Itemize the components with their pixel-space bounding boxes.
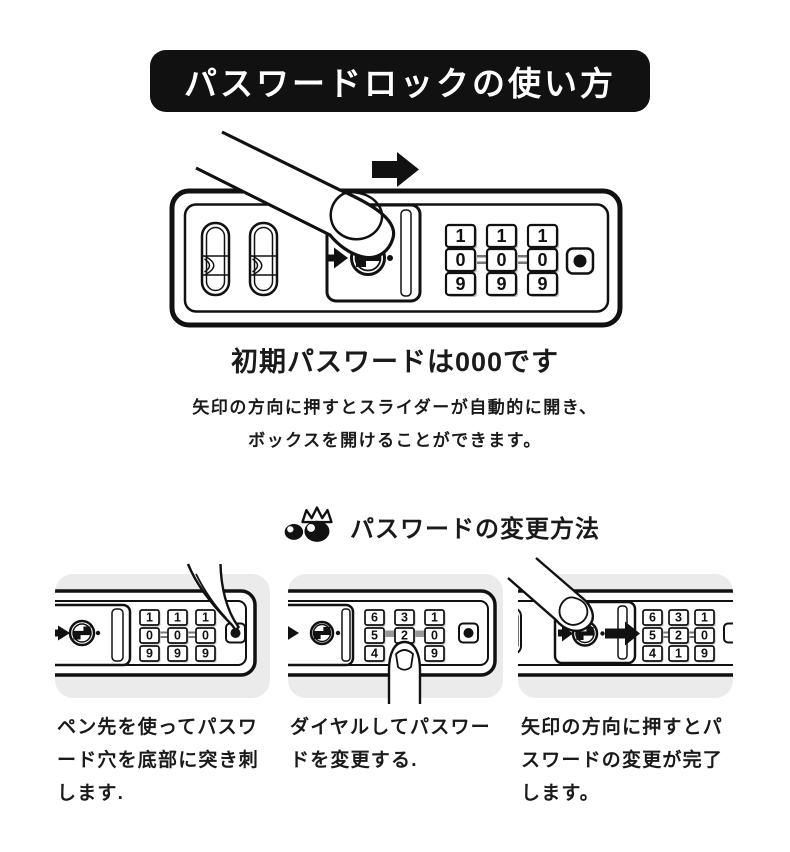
step2-figure: 6 5 4 3 2 1 0 9 [288, 589, 497, 704]
caption-line: ダイヤルしてパスワー [290, 717, 491, 738]
dial-digit: 9 [174, 647, 181, 661]
change-password-header: パスワードの変更方法 [284, 506, 600, 546]
dial-digit: 1 [146, 611, 153, 625]
caption-line: します. [57, 783, 125, 804]
push-arrow-icon [288, 625, 299, 641]
reset-button [565, 247, 595, 275]
dial-digit: 1 [202, 611, 209, 625]
reset-button [723, 622, 733, 644]
caption-line: スワードの変更が完了 [521, 750, 724, 771]
dial-digit: 1 [701, 611, 708, 625]
dial-digit: 9 [202, 647, 209, 661]
step3-figure: 6 5 4 3 2 1 1 0 9 [507, 557, 733, 677]
dial-digit: 0 [431, 629, 438, 643]
dial-digit: 9 [431, 647, 438, 661]
step3-caption: 矢印の方向に押すとパ スワードの変更が完了 します。 [521, 711, 746, 810]
dial-digit: 6 [371, 611, 378, 625]
dial-digit: 3 [675, 611, 682, 625]
press-finger-icon [507, 557, 594, 632]
intro-line-2: ボックスを開けることができます。 [248, 431, 542, 450]
dial-digit: 9 [146, 647, 153, 661]
dial-digit: 1 [537, 226, 547, 246]
dial-digit: 5 [371, 629, 378, 643]
push-arrow-icon [55, 625, 70, 641]
dial-digit: 0 [202, 629, 209, 643]
change-password-title: パスワードの変更方法 [350, 515, 600, 543]
caption-line: ペン先を使ってパスワ [57, 717, 259, 738]
step1-card: 1 0 9 1 0 9 1 0 9 [55, 563, 270, 698]
fingernail [395, 649, 414, 671]
unlock-arrow-icon [605, 621, 640, 646]
step1-figure: 1 0 9 1 0 9 1 0 9 [55, 563, 257, 677]
dial-digit: 9 [701, 647, 708, 661]
dial-digit: 0 [455, 250, 465, 270]
dial-digit: 0 [174, 629, 181, 643]
dial-digit: 1 [496, 226, 506, 246]
dial-columns: 1 0 9 1 0 9 1 0 9 [444, 223, 561, 299]
main-lock-figure: 1 0 9 1 0 9 1 0 9 [169, 130, 623, 328]
latch-slot [518, 607, 522, 655]
dial-digit: 0 [537, 250, 547, 270]
reset-hole [387, 255, 393, 261]
dial-digit: 6 [649, 611, 656, 625]
caption-line: 矢印の方向に押すとパ [521, 717, 724, 738]
dial-digit: 9 [537, 274, 547, 294]
step2-card: 6 5 4 3 2 1 0 9 [288, 574, 503, 704]
keyhole-icon [68, 619, 96, 647]
direction-arrow-icon [372, 152, 419, 187]
reset-button [458, 622, 479, 644]
dial-digit: 0 [146, 629, 153, 643]
dial-digit: 3 [401, 611, 408, 625]
dial-digit: 5 [649, 629, 656, 643]
page-title: パスワードロックの使い方 [150, 50, 650, 112]
dial-digit: 0 [701, 629, 708, 643]
dial-digit: 0 [496, 250, 506, 270]
reset-pen-icon [186, 563, 240, 633]
lock-body: 1 0 9 1 0 9 1 0 9 [169, 188, 623, 328]
latch-slot [200, 221, 231, 297]
dial-digit: 9 [455, 274, 465, 294]
caption-line: します。 [521, 783, 600, 804]
step2-caption: ダイヤルしてパスワー ドを変更する. [290, 711, 515, 777]
caption-line: ード穴を底部に突き刺 [57, 750, 260, 771]
reset-hole [600, 631, 605, 636]
push-arrow-icon [328, 247, 348, 269]
dial-digit: 1 [455, 226, 465, 246]
press-finger-icon [195, 130, 396, 260]
dial-digit: 4 [371, 647, 378, 661]
reset-hole [335, 630, 341, 636]
crown-eyes-icon [284, 506, 333, 542]
latch-slot [248, 221, 279, 297]
dial-digit: 1 [174, 611, 181, 625]
caption-line: ドを変更する. [290, 750, 418, 771]
initial-password-heading: 初期パスワードは000です [230, 347, 560, 377]
turn-finger-icon [387, 640, 422, 704]
dial-digit: 9 [496, 274, 506, 294]
fingernail [329, 190, 384, 241]
step3-card: 6 5 4 3 2 1 1 0 9 [507, 557, 733, 698]
fingernail [558, 596, 589, 626]
dial-digit: 1 [675, 647, 682, 661]
dial-digit: 4 [649, 647, 656, 661]
intro-line-1: 矢印の方向に押すとスライダーが自動的に開き、 [192, 398, 598, 417]
keyhole-icon [309, 620, 335, 646]
dial-digit: 1 [431, 611, 438, 625]
push-arrow-icon [558, 625, 573, 642]
reset-hole [95, 630, 101, 636]
dial-digit: 2 [401, 629, 408, 643]
dial-digit: 2 [675, 629, 682, 643]
step1-caption: ペン先を使ってパスワ ード穴を底部に突き刺 します. [57, 711, 282, 810]
